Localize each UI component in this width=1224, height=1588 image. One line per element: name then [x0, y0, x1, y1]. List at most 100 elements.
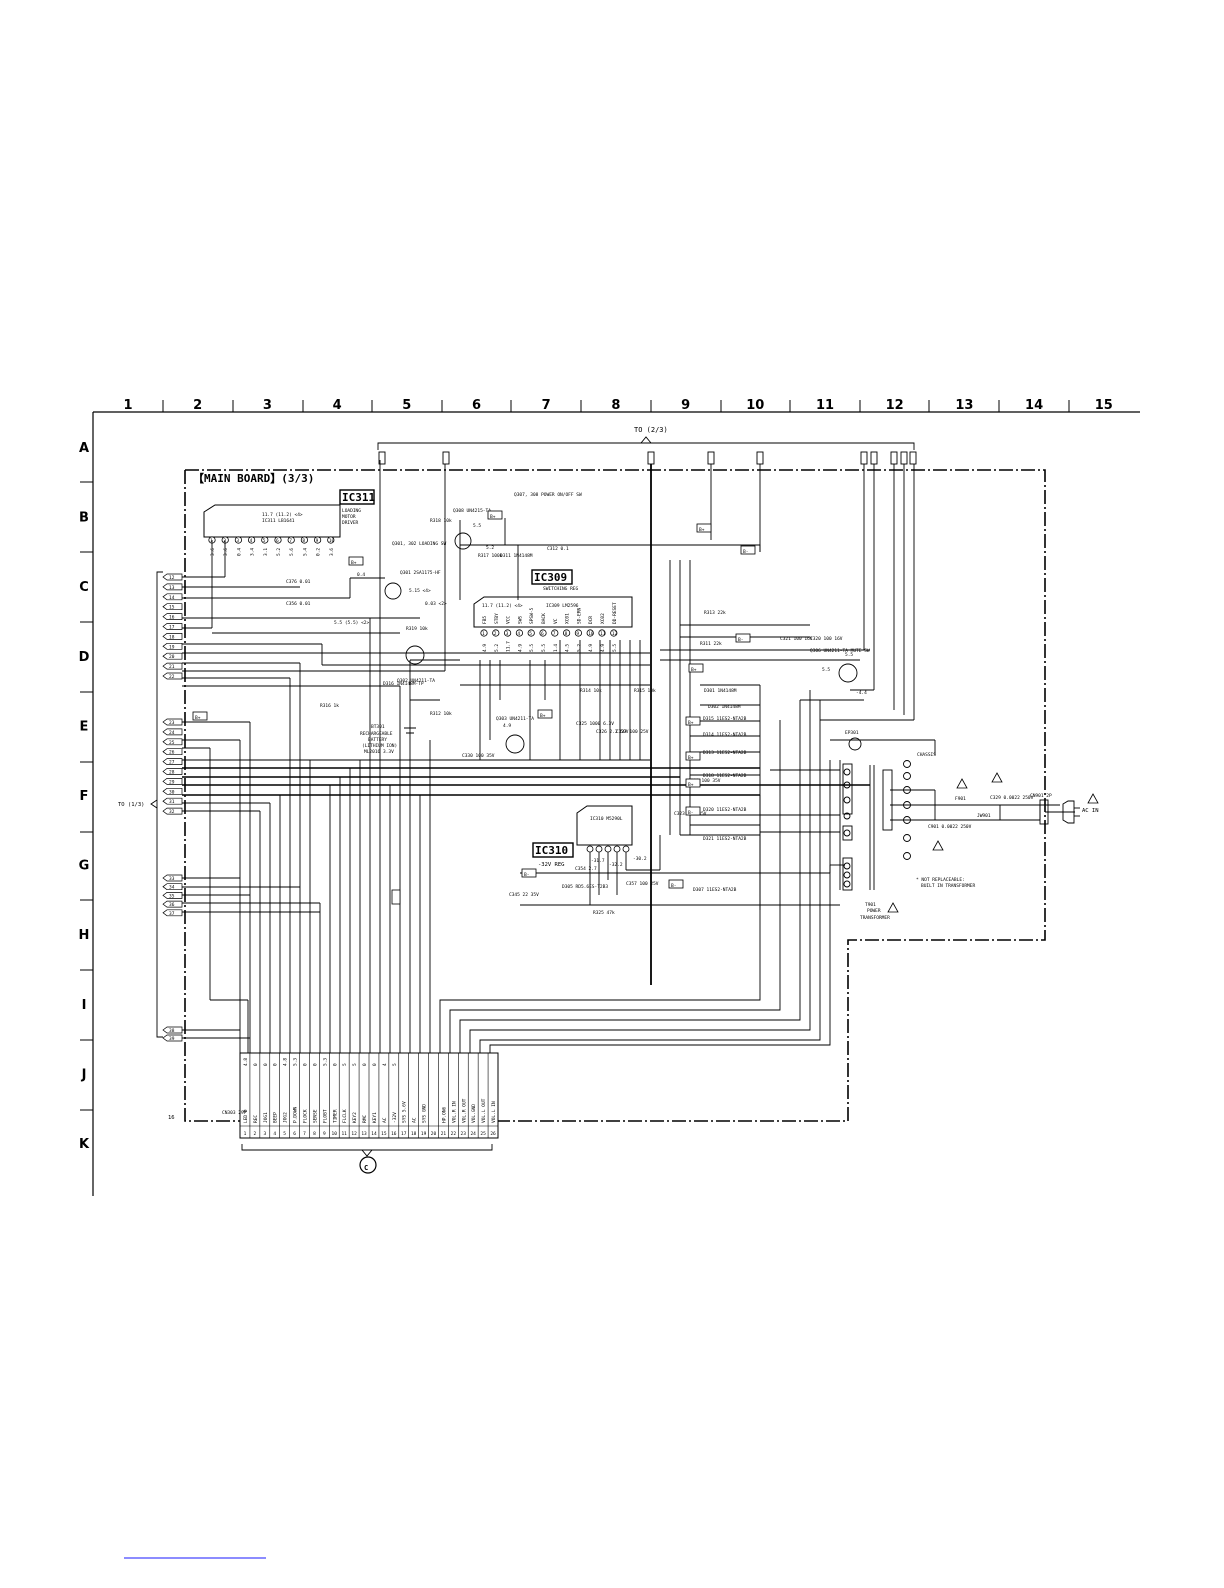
battery-line5: ML2016 3.3V: [364, 749, 394, 755]
ic309-pin: [480, 629, 488, 637]
cn303-pin-name: VOL.L IN: [491, 1101, 497, 1123]
d307-label: D307 11ES2-NTA2B: [693, 887, 737, 893]
cn303-pin-num: 12: [351, 1131, 357, 1137]
supply-tag-text: B+: [195, 715, 201, 721]
cn303-pin-name: AC: [382, 1117, 388, 1123]
cn303-pin-name: VOL.L OUT: [481, 1098, 487, 1123]
cn303-pin-name: FLOCK: [303, 1109, 309, 1123]
ic311-pin-volt: 3.4: [250, 548, 256, 556]
cn303-pin-name: SYS 5.6V: [402, 1101, 408, 1123]
c376-label: C376 0.01: [286, 579, 311, 585]
r312-label: R312 10k: [430, 711, 452, 717]
left-pin-marker: [162, 603, 183, 611]
ic309-pin-num: 12: [612, 631, 618, 637]
cn303-pin-num: 24: [470, 1131, 476, 1137]
v-q306c: -4.4: [856, 690, 867, 696]
cn303-pin-volt: 0: [372, 1063, 378, 1066]
cn303-pin-name: -32V: [392, 1112, 398, 1123]
supply-tag-text: B+: [490, 514, 496, 520]
cn303-pin-num: 9: [323, 1131, 326, 1137]
ac-in-label: AC IN: [1082, 808, 1099, 814]
fuse-label: F901: [955, 796, 966, 802]
v-q303: 4.9: [503, 723, 511, 729]
cn303-pin-name: VOL.R IN: [451, 1101, 457, 1123]
left-pin-21: 21: [169, 664, 175, 670]
ic309-pin-volt: 4.9: [517, 644, 523, 652]
r317-label: R317 100k: [478, 553, 503, 559]
grid-column-1: 1: [123, 398, 132, 413]
cn303-pin-num: 1: [244, 1131, 247, 1137]
battery-line4: (LITHIUM ION): [362, 743, 397, 749]
grid-column-2: 2: [193, 398, 202, 413]
left-pin-17: 17: [169, 625, 175, 631]
ic311-pin-num: 5: [263, 538, 266, 544]
ic311-desc3: DRIVER: [342, 520, 359, 526]
ic311-pin-volt: 5.2: [276, 548, 282, 556]
ic311-pin-volt: 3.1: [263, 548, 269, 556]
ic309-pin-num: 7: [553, 631, 556, 637]
left-pin-marker: [162, 593, 183, 601]
to-left-label: TO (1/3): [118, 802, 145, 808]
q301b-label: Q301 2SA1175-HF: [400, 570, 441, 576]
ic311-desc1: LOADING: [342, 508, 361, 514]
cn303-pin-name: TIMER: [332, 1109, 338, 1123]
cn303-pin-name: KEY2: [352, 1112, 358, 1123]
ic309-pin-label: XC01: [565, 613, 571, 624]
cn303-pin-num: 8: [313, 1131, 316, 1137]
supply-tag-labels: B+B+B+B-B-B+B+B+B+B+B+B-B-B-: [195, 514, 748, 889]
supply-tag-text: B-: [671, 883, 676, 889]
q306-label: Q306 UN4211-TA MUTE SW: [810, 648, 870, 654]
grid-row-C: C: [79, 580, 89, 595]
left-pin-32: 32: [169, 809, 175, 815]
c357-label: C357 100 25V: [626, 881, 659, 887]
left-pin-marker: [162, 778, 183, 785]
ic311-pin-num: 10: [329, 538, 335, 544]
transistor-symbols: [384, 532, 858, 754]
ic309-pin: [551, 629, 559, 637]
cn303-pin-num: 11: [341, 1131, 347, 1137]
cn303-pin-num: 10: [332, 1131, 338, 1137]
cn303-pin-name: JOG2: [283, 1112, 289, 1123]
ic309-pin-volt: 1.4: [553, 644, 559, 652]
grid-column-10: 10: [746, 398, 764, 413]
left-pin-39: 39: [169, 1036, 175, 1042]
left-pin-23: 23: [169, 720, 175, 726]
cn303-pin-num: 22: [451, 1131, 457, 1137]
ic309-pin: [515, 629, 524, 637]
left-pin-37: 37: [169, 911, 175, 917]
ic310-volt-1: -31.7: [591, 858, 605, 864]
cn303-pin-volt: 5: [342, 1063, 348, 1066]
left-pin-marker: [162, 909, 183, 917]
q308-label: Q308 UN4215-TA: [453, 508, 491, 514]
grid-column-11: 11: [816, 398, 834, 413]
cn303-pin-volt: 4.8: [243, 1058, 249, 1066]
chassis-label: CHASSIS: [917, 752, 936, 758]
left-pin-marker: [162, 768, 183, 775]
left-pin-marker: [162, 613, 183, 620]
left-pin-14: 14: [169, 595, 175, 601]
ic311-desc2: MOTOR: [342, 514, 356, 520]
caution-icon: [956, 778, 968, 789]
v-q301c: 5.15 <4>: [409, 588, 431, 594]
ic309-pin-volt: 5.2: [494, 644, 500, 652]
ic311-pin: [234, 536, 242, 544]
grid-column-14: 14: [1025, 398, 1043, 413]
ic309-pin: [492, 629, 500, 637]
ic309-pin: [574, 629, 583, 637]
cn303-pin-name: VOL.R OUT: [461, 1098, 467, 1123]
cn303-pin-num: 18: [411, 1131, 417, 1137]
ic309-pin: [598, 629, 606, 637]
c356-label: C356 0.01: [286, 601, 311, 607]
row-num-16: 16: [168, 1115, 175, 1121]
ic311-pin-num: 3: [236, 538, 239, 544]
cn303-pin-name: SYS GND: [422, 1104, 428, 1123]
battery-ref: BT301: [371, 724, 385, 730]
wiring: [182, 460, 1075, 1053]
ac-plug-icon: [1039, 799, 1080, 825]
left-pin-marker: [162, 633, 183, 640]
supply-tag-text: B-: [688, 810, 693, 816]
ground-terminal-icon: [848, 737, 862, 751]
cn303-pin-name: KEY1: [372, 1112, 378, 1123]
